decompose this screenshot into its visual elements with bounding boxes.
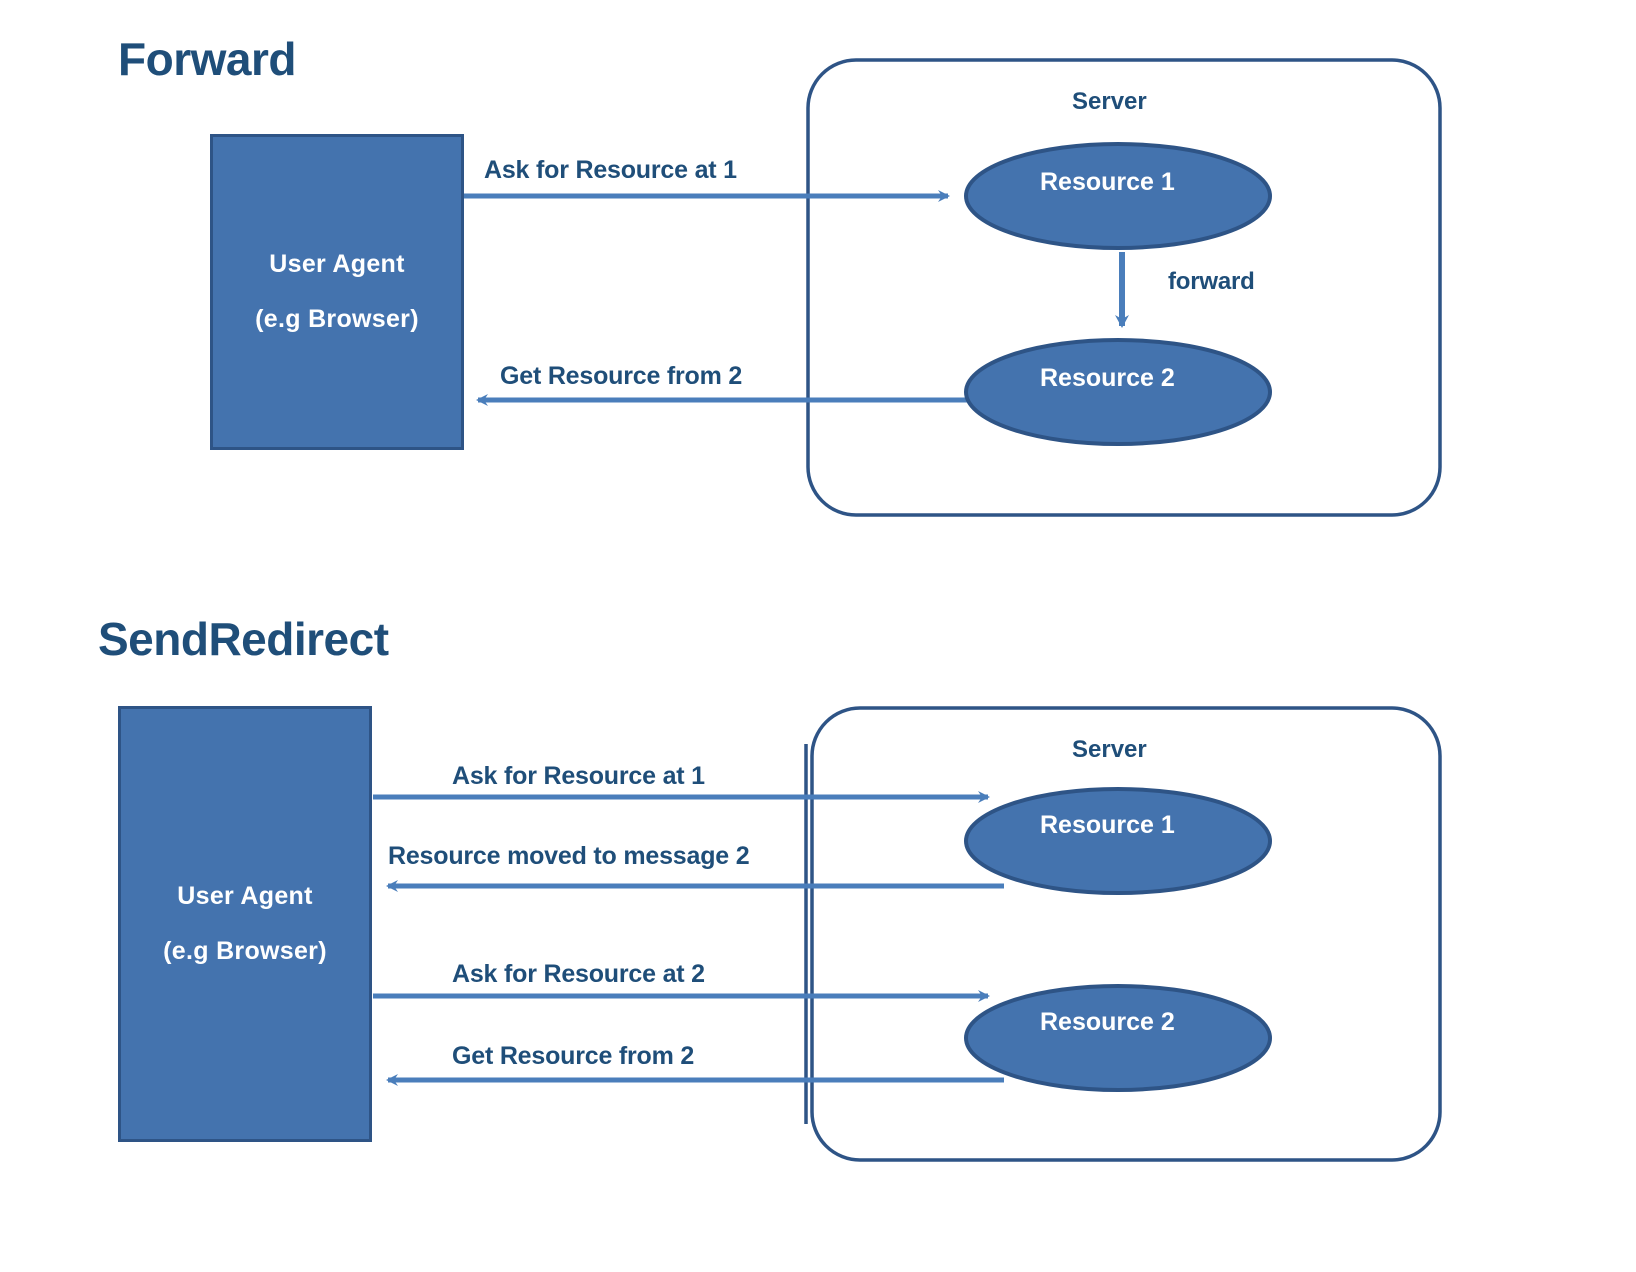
page-title-sendredirect: SendRedirect (98, 613, 389, 665)
message-label-get-resource-from-2-redirect: Get Resource from 2 (452, 1042, 695, 1070)
message-label-resource-moved-redirect: Resource moved to message 2 (388, 842, 750, 870)
resource-2-ellipse-redirect (964, 984, 1272, 1092)
server-container-redirect (810, 706, 1442, 1162)
resource-1-label-forward: Resource 1 (1040, 168, 1175, 196)
page-title-forward: Forward (118, 33, 296, 85)
resource-2-ellipse-forward (964, 338, 1272, 446)
resource-1-ellipse-forward (964, 142, 1272, 250)
user-agent-label-line2: (e.g Browser) (255, 305, 419, 333)
message-label-get-resource-from-2-forward: Get Resource from 2 (500, 362, 743, 390)
message-label-ask-resource-2-redirect: Ask for Resource at 2 (452, 960, 705, 988)
server-container-forward (806, 58, 1442, 517)
sendredirect-diagram (373, 706, 1442, 1162)
message-label-forward-internal: forward (1168, 268, 1255, 295)
resource-2-label-redirect: Resource 2 (1040, 1008, 1175, 1036)
forward-diagram (463, 58, 1442, 517)
resource-2-label-forward: Resource 2 (1040, 364, 1175, 392)
user-agent-label-line1: User Agent (269, 250, 405, 278)
user-agent-label-line2: (e.g Browser) (163, 937, 327, 965)
message-label-ask-resource-1-forward: Ask for Resource at 1 (484, 156, 737, 184)
user-agent-label-line1: User Agent (177, 882, 313, 910)
user-agent-box-redirect: User Agent (e.g Browser) (118, 706, 372, 1142)
server-label-forward: Server (1072, 88, 1147, 115)
user-agent-box-forward: User Agent (e.g Browser) (210, 134, 464, 450)
resource-1-label-redirect: Resource 1 (1040, 811, 1175, 839)
message-label-ask-resource-1-redirect: Ask for Resource at 1 (452, 762, 705, 790)
resource-1-ellipse-redirect (964, 787, 1272, 895)
server-label-redirect: Server (1072, 736, 1147, 763)
